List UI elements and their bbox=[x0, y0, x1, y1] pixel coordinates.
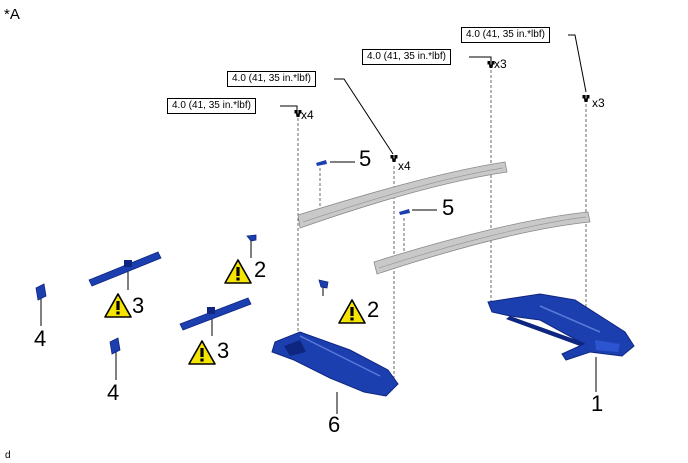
torque-label-3: 4.0 (41, 35 in.*lbf) bbox=[227, 71, 316, 87]
callout-leader-lines bbox=[40, 161, 597, 414]
side-rail-upper bbox=[297, 161, 508, 229]
bracket-4-left bbox=[35, 283, 47, 301]
torque-label-1: 4.0 (41, 35 in.*lbf) bbox=[461, 27, 550, 43]
bracket-2-lower bbox=[318, 279, 329, 289]
torque-leader-lines bbox=[280, 34, 587, 155]
callout-5b: 5 bbox=[442, 195, 455, 220]
quantity-label-1: x3 bbox=[592, 96, 605, 110]
side-rail-lower bbox=[373, 211, 591, 275]
callout-4b: 4 bbox=[107, 380, 120, 405]
bracket-3-upper bbox=[88, 251, 162, 287]
quantity-label-2: x3 bbox=[494, 57, 507, 71]
callout-2a: 2 bbox=[254, 257, 267, 282]
callout-5a: 5 bbox=[359, 146, 372, 171]
figure-label: *A bbox=[4, 6, 20, 23]
clip-icon bbox=[316, 160, 410, 215]
callout-6: 6 bbox=[328, 412, 341, 437]
frame-assembly-right bbox=[487, 293, 635, 361]
callout-3a: 3 bbox=[132, 293, 145, 318]
bolt-icon bbox=[294, 60, 590, 163]
bracket-4-right bbox=[109, 337, 121, 355]
frame-assembly-left bbox=[271, 331, 399, 397]
callout-3b: 3 bbox=[217, 338, 230, 363]
callout-1: 1 bbox=[591, 391, 604, 416]
callout-2b: 2 bbox=[367, 297, 380, 322]
quantity-label-3: x4 bbox=[398, 159, 411, 173]
torque-label-4: 4.0 (41, 35 in.*lbf) bbox=[167, 98, 256, 114]
callout-4a: 4 bbox=[34, 326, 47, 351]
bracket-2-upper bbox=[246, 234, 257, 242]
quantity-label-4: x4 bbox=[301, 108, 314, 122]
torque-label-2: 4.0 (41, 35 in.*lbf) bbox=[362, 49, 451, 65]
bracket-3-lower bbox=[179, 297, 252, 331]
footer-code: d bbox=[5, 450, 11, 461]
